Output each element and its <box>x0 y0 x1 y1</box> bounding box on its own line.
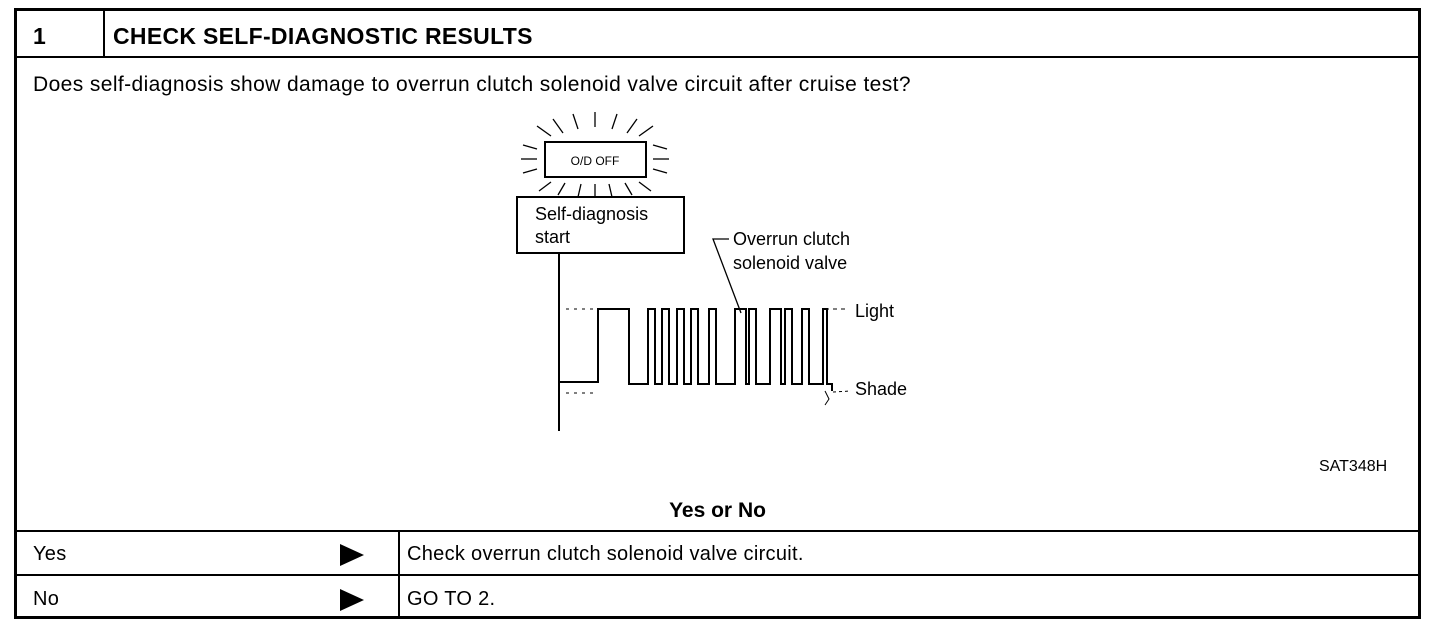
header-divider <box>103 11 105 56</box>
step-title: CHECK SELF-DIAGNOSTIC RESULTS <box>113 23 533 49</box>
od-off-indicator: O/D OFF <box>521 112 669 198</box>
answers-divider <box>398 530 400 616</box>
arrow-right-icon <box>340 544 364 566</box>
figure-code: SAT348H <box>1319 458 1388 475</box>
self-diagnosis-figure: O/D OFF <box>516 112 907 431</box>
step-number: 1 <box>33 23 46 49</box>
answer-yes-label: Yes <box>33 543 67 565</box>
shade-label: Shade <box>855 379 907 399</box>
yes-or-no-prompt: Yes or No <box>669 499 766 522</box>
signal-waveform <box>558 253 852 431</box>
question-text: Does self-diagnosis show damage to overr… <box>33 73 911 96</box>
header-rule <box>17 56 1418 58</box>
light-rays-icon <box>521 112 669 198</box>
light-label: Light <box>855 301 894 321</box>
callout-line2: solenoid valve <box>733 253 847 273</box>
callout-line1: Overrun clutch <box>733 229 850 249</box>
arrow-right-icon <box>340 589 364 611</box>
answer-no-action: GO TO 2. <box>407 588 496 610</box>
answer-no-label: No <box>33 588 60 610</box>
start-box-line2: start <box>535 227 570 247</box>
answer-yes-action: Check overrun clutch solenoid valve circ… <box>407 543 804 565</box>
callout: Overrun clutch solenoid valve <box>712 229 850 314</box>
answers-top-rule <box>17 530 1418 532</box>
self-diagnosis-start-box: Self-diagnosis start <box>516 196 685 254</box>
diagnostic-step-table: 1 CHECK SELF-DIAGNOSTIC RESULTS Does sel… <box>14 8 1421 619</box>
od-off-label: O/D OFF <box>571 154 620 168</box>
answers-row-rule <box>17 574 1418 576</box>
start-box-line1: Self-diagnosis <box>535 204 648 224</box>
